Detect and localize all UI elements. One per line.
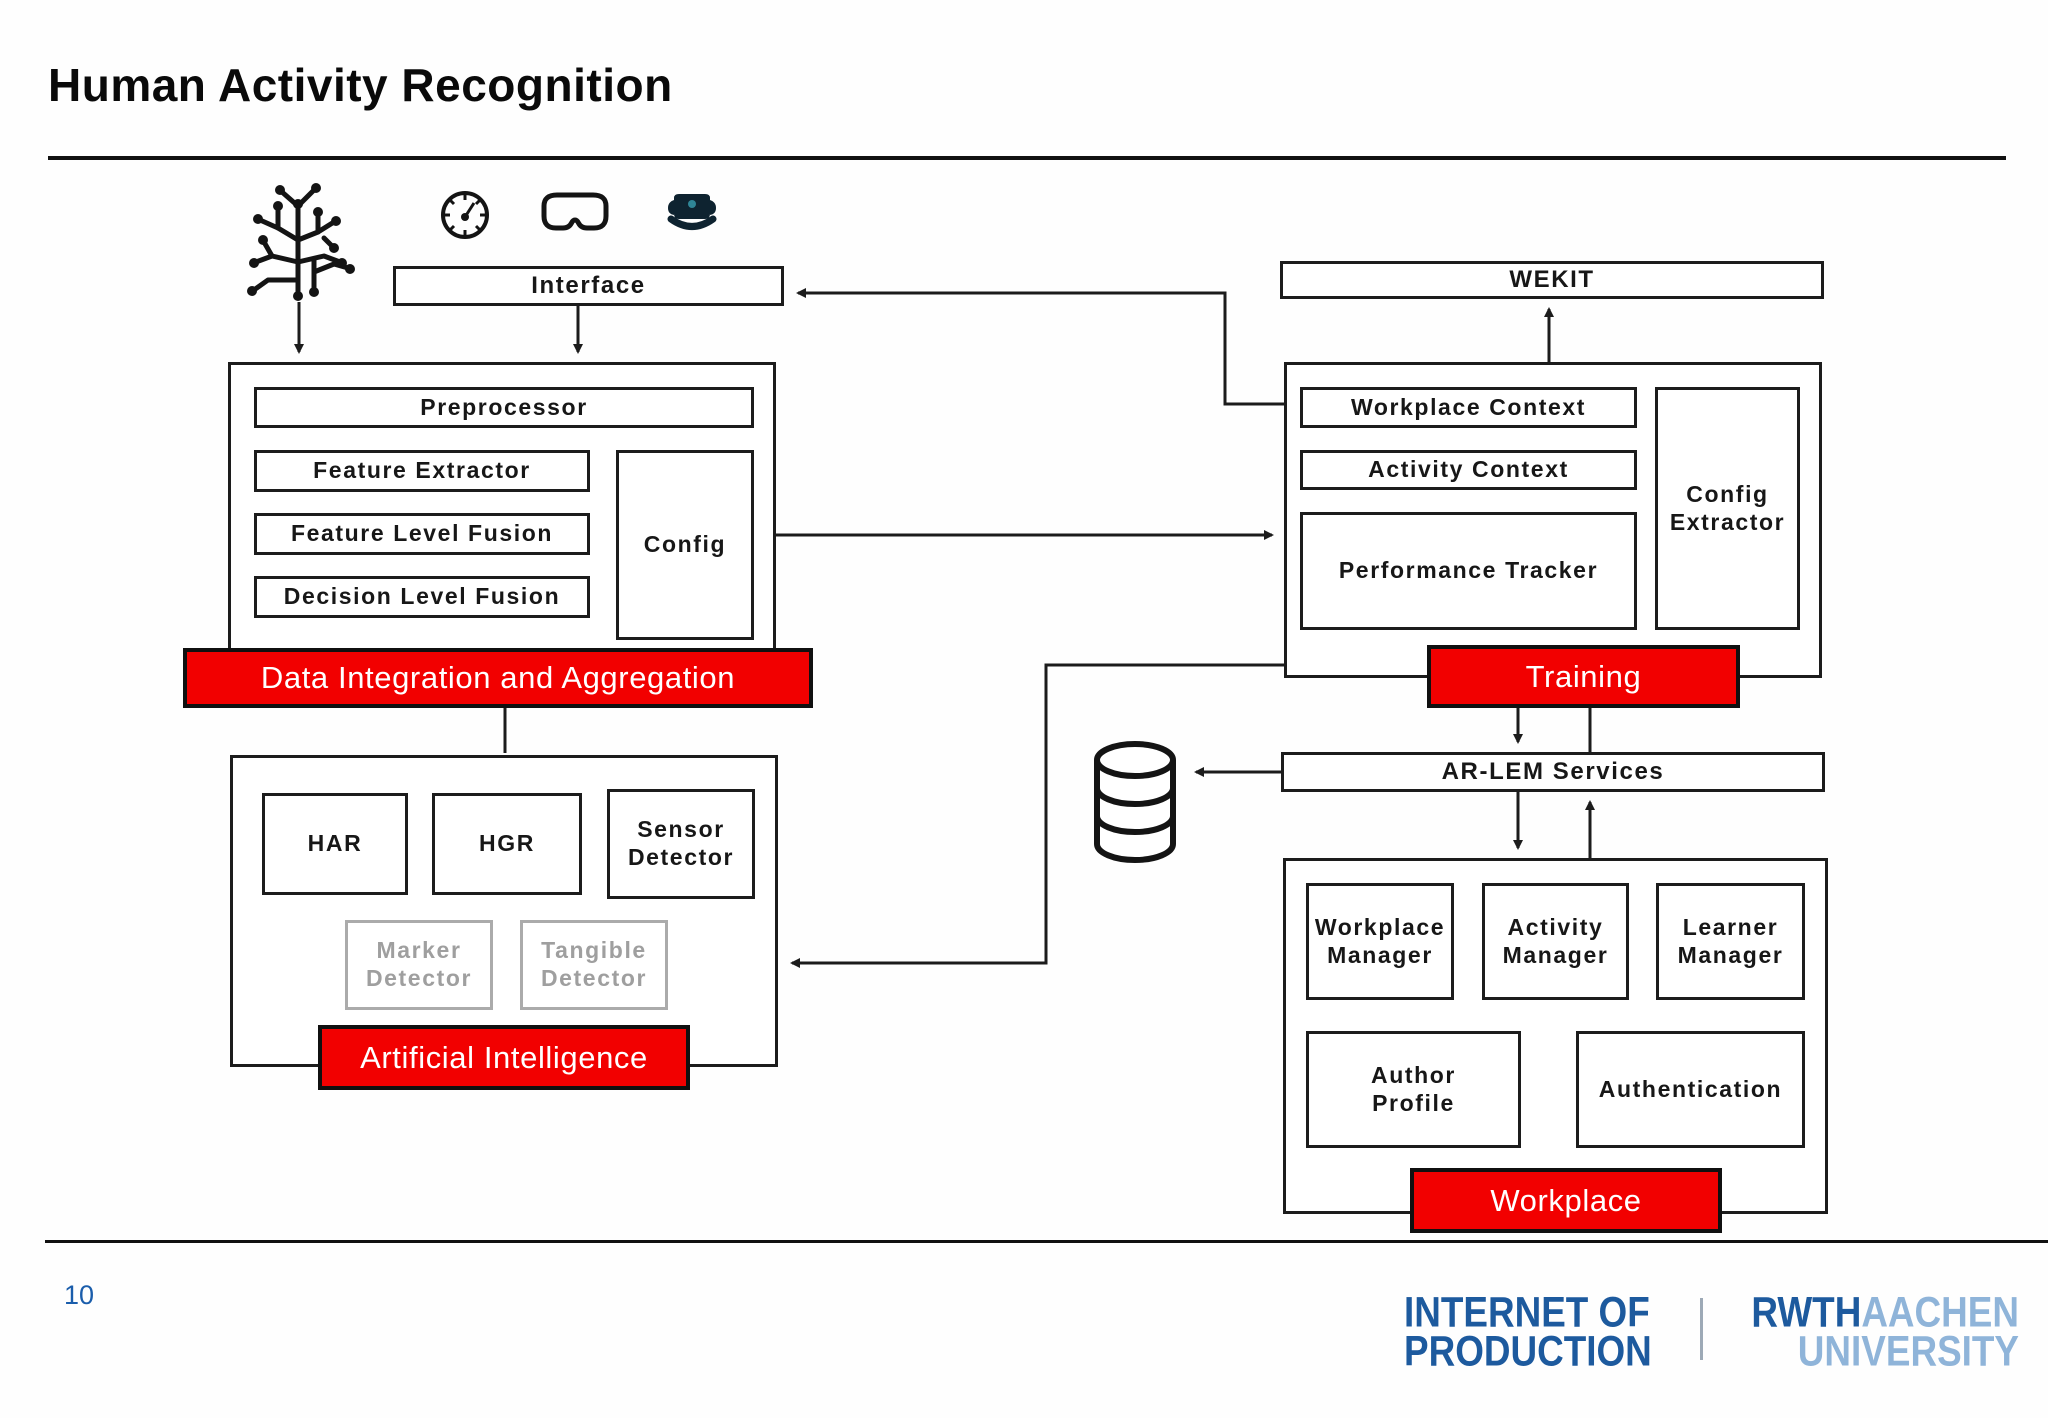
activity-manager-box: Activity Manager [1482,883,1629,1000]
activity-context-label: Activity Context [1368,456,1569,483]
preprocessor-box: Preprocessor [254,387,754,428]
decision-level-fusion-box: Decision Level Fusion [254,576,590,618]
logo-divider [1700,1298,1703,1360]
training-label: Training [1427,645,1740,708]
workplace-manager-box: Workplace Manager [1306,883,1454,1000]
tangible-detector-box: Tangible Detector [520,920,668,1010]
har-box: HAR [262,793,408,895]
title-divider [48,156,2006,160]
sensor-detector-label: Sensor Detector [627,816,735,870]
learner-manager-box: Learner Manager [1656,883,1805,1000]
arlem-services-box: AR-LEM Services [1281,752,1825,792]
rwth-logo-aachen: AACHEN [1861,1289,2019,1337]
workplace-context-label: Workplace Context [1350,393,1587,420]
page-title: Human Activity Recognition [48,59,673,111]
performance-tracker-label: Performance Tracker [1338,557,1599,584]
training-text: Training [1525,658,1642,694]
author-profile-label: Author Profile [1371,1061,1456,1116]
marker-detector-label: Marker Detector [365,937,473,991]
hgr-box: HGR [432,793,582,895]
artificial-intelligence-text: Artificial Intelligence [360,1039,648,1075]
iop-logo-line1: INTERNET OF [1404,1289,1650,1337]
vr-headset-icon [667,194,717,230]
data-integration-aggregation-text: Data Integration and Aggregation [260,660,736,695]
iop-logo-line2: PRODUCTION [1404,1328,1652,1376]
config-extractor-box: Config Extractor [1655,387,1800,630]
wekit-label: WEKIT [1509,265,1595,293]
ar-glasses-icon [541,192,609,231]
smartwatch-gauge-icon [441,191,489,239]
page-number: 10 [64,1280,95,1310]
arrow-training-to-interface [796,288,1284,406]
preprocessor-label: Preprocessor [420,393,588,420]
interface-label: Interface [531,271,646,299]
artificial-intelligence-label: Artificial Intelligence [318,1025,690,1090]
circuit-brain-icon [247,183,355,301]
activity-context-box: Activity Context [1300,450,1637,490]
activity-manager-label: Activity Manager [1502,913,1609,968]
performance-tracker-box: Performance Tracker [1300,512,1637,630]
author-profile-box: Author Profile [1306,1031,1521,1148]
feature-extractor-box: Feature Extractor [254,450,590,492]
sensor-detector-box: Sensor Detector [607,789,755,899]
feature-level-fusion-label: Feature Level Fusion [290,520,554,547]
decision-level-fusion-label: Decision Level Fusion [283,583,561,610]
hgr-label: HGR [479,830,535,857]
data-integration-aggregation-label: Data Integration and Aggregation [183,648,813,708]
feature-level-fusion-box: Feature Level Fusion [254,513,590,555]
wekit-box: WEKIT [1280,261,1824,299]
tangible-detector-label: Tangible Detector [540,937,648,991]
config-extractor-label: Config Extractor [1669,480,1786,535]
rwth-aachen-logo: RWTHAACHEN UNIVERSITY [1728,1292,2019,1376]
authentication-label: Authentication [1598,1075,1783,1102]
rwth-logo-university: UNIVERSITY [1797,1328,2019,1376]
workplace-text: Workplace [1490,1182,1642,1218]
internet-of-production-logo: INTERNET OF PRODUCTION [1404,1289,1652,1376]
marker-detector-box: Marker Detector [345,920,493,1010]
rwth-logo-line1: RWTHAACHEN [1728,1292,2019,1335]
feature-extractor-label: Feature Extractor [313,457,531,484]
authentication-box: Authentication [1576,1031,1805,1148]
arrow-training-to-ai [790,663,1284,968]
database-icon [1094,741,1176,863]
workplace-label: Workplace [1410,1168,1722,1233]
config-box: Config [616,450,754,640]
footer-divider [45,1240,2048,1243]
rwth-logo-bold: RWTH [1751,1289,1862,1337]
workplace-manager-label: Workplace Manager [1314,913,1446,968]
har-label: HAR [307,830,363,857]
learner-manager-label: Learner Manager [1677,913,1784,968]
config-label: Config [643,531,727,558]
arlem-services-label: AR-LEM Services [1441,757,1665,785]
interface-box: Interface [393,266,784,306]
workplace-context-box: Workplace Context [1300,387,1637,428]
